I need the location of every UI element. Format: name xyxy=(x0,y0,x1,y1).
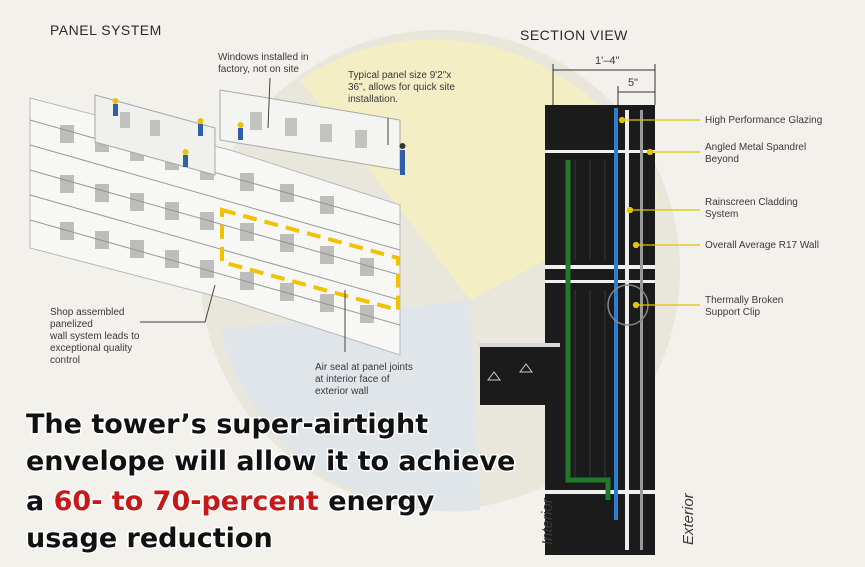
callout-panel-size: Typical panel size 9'2"x 36", allows for… xyxy=(348,70,458,105)
panel-system-title: PANEL SYSTEM xyxy=(50,22,162,38)
panel-system-illustration xyxy=(29,77,406,356)
callout-rainscreen: Rainscreen Cladding System xyxy=(705,197,801,220)
exterior-label: Exterior xyxy=(680,492,697,545)
callout-r17: Overall Average R17 Wall xyxy=(705,240,819,251)
worker-figures xyxy=(112,98,406,175)
section-callout-leaders xyxy=(618,116,700,309)
callout-shop-assembled: Shop assembled panelized wall system lea… xyxy=(49,307,142,366)
section-view-title: SECTION VIEW xyxy=(520,27,628,43)
interior-air-barrier-line xyxy=(565,160,611,500)
callout-windows: Windows installed in factory, not on sit… xyxy=(218,52,311,75)
section-view-illustration xyxy=(478,64,700,555)
headline-line-1: The tower’s super-airtight xyxy=(26,409,428,440)
headline: The tower’s super-airtight envelope will… xyxy=(25,408,517,556)
callout-support-clip: Thermally Broken Support Clip xyxy=(705,295,786,318)
panel-highlight-dashed xyxy=(220,207,400,313)
panel-callout-leaders xyxy=(140,77,389,352)
headline-highlight: 60- to 70-percent xyxy=(54,486,319,517)
callout-spandrel: Angled Metal Spandrel Beyond xyxy=(705,142,809,165)
dim-overall: 1'–4" xyxy=(595,55,619,67)
dim-inner: 5" xyxy=(628,77,638,89)
headline-line-4: usage reduction xyxy=(26,523,273,554)
headline-line-3: a 60- to 70-percent energy xyxy=(26,486,435,517)
interior-label: Interior xyxy=(539,497,556,545)
headline-line-2: envelope will allow it to achieve xyxy=(26,446,515,477)
callout-air-seal: Air seal at panel joints at interior fac… xyxy=(315,362,416,397)
callout-glazing: High Performance Glazing xyxy=(705,115,822,126)
